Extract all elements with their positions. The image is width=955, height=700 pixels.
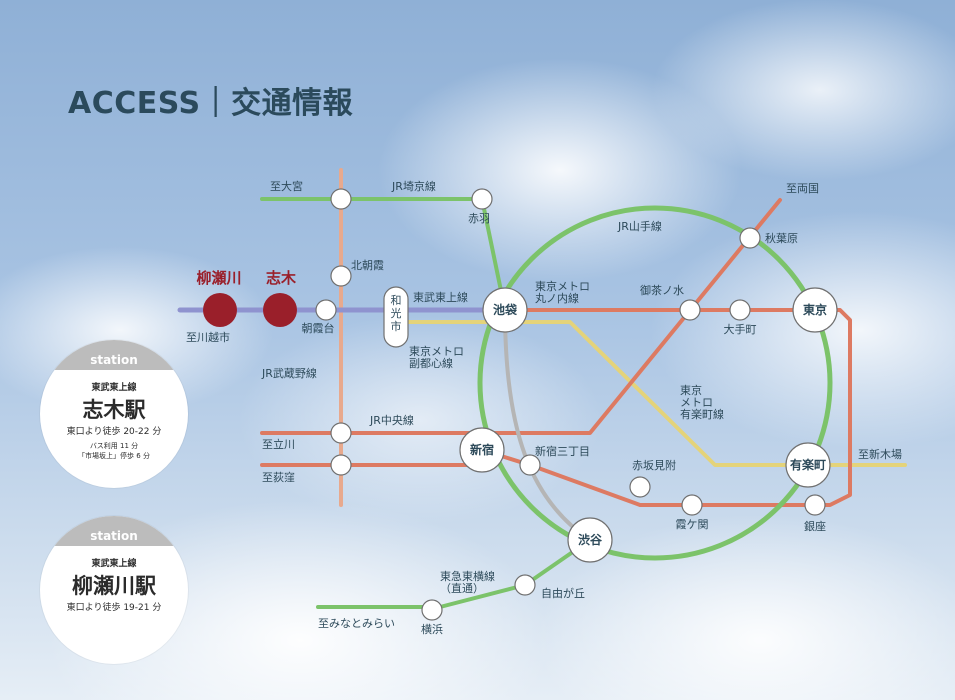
label-yamanote: JR山手線 (617, 219, 662, 233)
card-walk-time: 東口より徒歩 20-22 分 (66, 427, 162, 437)
label-shinjuku: 新宿 (470, 442, 494, 457)
label-yanasegawa: 柳瀬川 (196, 269, 241, 287)
label-marunouchi: 東京メトロ丸ノ内線 (535, 279, 590, 305)
marunouchi-line (480, 308, 852, 507)
chuo-line (260, 198, 782, 435)
label-shinjukusanchome: 新宿三丁目 (535, 444, 590, 458)
label-otemachi: 大手町 (724, 322, 757, 336)
station-shinjukusanchome (519, 454, 541, 476)
station-otemachi (729, 299, 751, 321)
label-ogikubo: 至荻窪 (262, 470, 295, 484)
label-ochanomizu: 御茶ノ水 (640, 283, 684, 297)
card-bus-stop: 「市場坂上」停歩 6 分 (78, 452, 150, 460)
label-tojo: 東武東上線 (413, 290, 468, 304)
label-tachikawa: 至立川 (262, 437, 295, 451)
station-ogikubo-node (330, 454, 352, 476)
label-shinkiba: 至新木場 (858, 447, 902, 461)
station-jiyugaoka (514, 574, 536, 596)
card-header: station (40, 340, 188, 370)
label-ryogoku: 至両国 (786, 182, 819, 195)
station-shiki-marker (263, 293, 297, 327)
card-line-name: 東武東上線 (91, 559, 137, 569)
card-header: station (40, 516, 188, 546)
yamanote-line (477, 205, 833, 561)
label-kawagoeshi: 至川越市 (186, 330, 230, 344)
label-saikyo: JR埼京線 (391, 179, 436, 193)
hub-ikebukuro (482, 287, 528, 333)
station-akabane (471, 188, 493, 210)
hub-shinjuku (459, 427, 505, 473)
card-line-name: 東武東上線 (91, 383, 137, 393)
card-station-name: 志木駅 (82, 398, 146, 422)
grey-line (503, 308, 592, 542)
label-fukutoshin: 東京メトロ副都心線 (409, 344, 464, 370)
label-asakadai: 朝霞台 (302, 321, 335, 335)
label-yurakucho: 有楽町 (790, 457, 826, 472)
label-akasakamitsuke: 赤坂見附 (632, 458, 676, 472)
page-title: ACCESS｜交通情報 (68, 86, 354, 121)
label-omiya: 至大宮 (270, 179, 303, 193)
station-yanasegawa-marker (203, 293, 237, 327)
station-ginza (804, 494, 826, 516)
label-ikebukuro: 池袋 (493, 302, 518, 317)
station-akasakamitsuke (629, 476, 651, 498)
toyoko-line (316, 538, 592, 609)
card-station-name: 柳瀬川駅 (72, 574, 156, 598)
station-kasumigaseki (681, 494, 703, 516)
station-card-yanasegawa: station 東武東上線 柳瀬川駅 東口より徒歩 19-21 分 (40, 516, 188, 664)
label-akabane: 赤羽 (468, 212, 490, 225)
station-ochanomizu (679, 299, 701, 321)
label-kasumigaseki: 霞ケ関 (676, 518, 709, 531)
label-jiyugaoka: 自由が丘 (541, 586, 585, 600)
label-tokyo: 東京 (803, 302, 827, 317)
card-bus-time: バス利用 11 分 (89, 442, 139, 450)
label-shibuya: 渋谷 (578, 532, 603, 547)
label-yokohama: 横浜 (421, 622, 443, 636)
label-toyoko: 東急東横線（直通） (440, 569, 495, 595)
label-akihabara: 秋葉原 (765, 231, 798, 245)
station-asakadai (315, 299, 337, 321)
hub-shibuya (567, 517, 613, 563)
card-walk-time: 東口より徒歩 19-21 分 (66, 603, 162, 613)
label-ginza: 銀座 (804, 519, 826, 533)
label-minatomirai: 至みなとみらい (318, 617, 395, 630)
label-kitaasaka: 北朝霞 (351, 259, 384, 272)
label-shiki: 志木 (266, 269, 297, 287)
label-chuo: JR中央線 (369, 413, 414, 427)
station-tachikawa-node (330, 422, 352, 444)
station-yokohama (421, 599, 443, 621)
station-kitaasaka (330, 265, 352, 287)
hub-tokyo (792, 287, 838, 333)
label-musashino: JR武蔵野線 (261, 366, 317, 380)
station-card-shiki: station 東武東上線 志木駅 東口より徒歩 20-22 分 バス利用 11… (40, 340, 188, 488)
hub-yurakucho (785, 442, 831, 488)
label-yurakucho-line: 東京メトロ有楽町線 (680, 383, 724, 421)
station-omiya-node (330, 188, 352, 210)
station-akihabara (739, 227, 761, 249)
label-wakoshi: 和光市 (391, 294, 402, 333)
station-wakoshi (383, 286, 409, 348)
